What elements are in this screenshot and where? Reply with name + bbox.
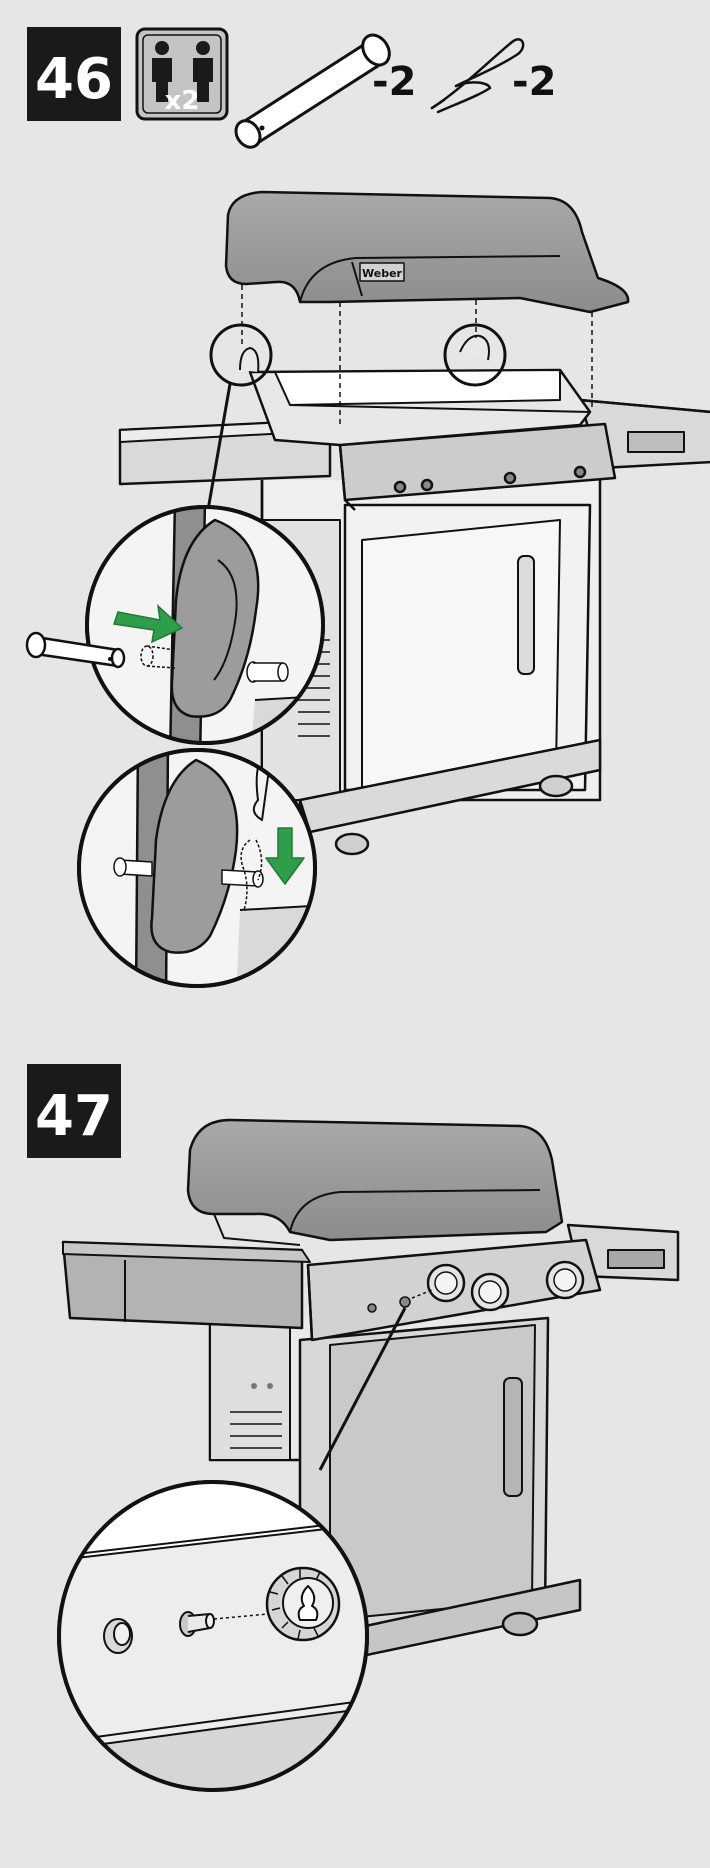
valve-stem: [179, 1611, 215, 1637]
knob-flame-icon: [297, 1585, 319, 1621]
grill-lid: [186, 1118, 564, 1242]
grill-assembly-47: [61, 1118, 680, 1670]
hinge-pin-icon: [234, 33, 391, 149]
hinge-callout-right: [443, 323, 507, 387]
control-knob-1: [426, 1263, 466, 1303]
callout-leader-line: [206, 383, 232, 511]
two-people-icon: [135, 27, 229, 121]
lid-logo-plate: [359, 262, 405, 282]
door-handle: [503, 1377, 523, 1497]
detail-clip-insertion: [77, 748, 317, 988]
control-knob-3: [545, 1260, 585, 1300]
step-47: 47: [27, 1064, 680, 1792]
control-knob-2: [470, 1272, 510, 1312]
grill-lid: [224, 190, 630, 314]
pin-outside: [25, 631, 126, 669]
step-number: 47: [35, 1084, 113, 1149]
control-knob-detail: [265, 1566, 341, 1642]
detail-knob-install: [57, 1480, 369, 1792]
step-number-box: [27, 27, 121, 121]
hair-pin-clip-icon: [430, 38, 525, 114]
hair-pin-clip-qty: -2: [512, 59, 556, 105]
alignment-lines: [241, 285, 593, 428]
insert-arrow: [113, 604, 184, 644]
hinge-pin-qty: -2: [372, 59, 416, 105]
igniter-button: [103, 1618, 133, 1654]
door-handle: [517, 555, 535, 675]
people-count: x2: [165, 86, 200, 116]
step-number: 46: [35, 47, 113, 112]
callout-leader-line: [318, 1307, 407, 1471]
lid-logo: Weber: [362, 267, 403, 280]
step-46: 46 x2 -2 -2: [25, 27, 710, 988]
grill-assembly-46: [118, 190, 710, 856]
clip-arrow: [265, 827, 305, 885]
hinge-callout-left: [209, 323, 273, 387]
step-number-box: [27, 1064, 121, 1158]
